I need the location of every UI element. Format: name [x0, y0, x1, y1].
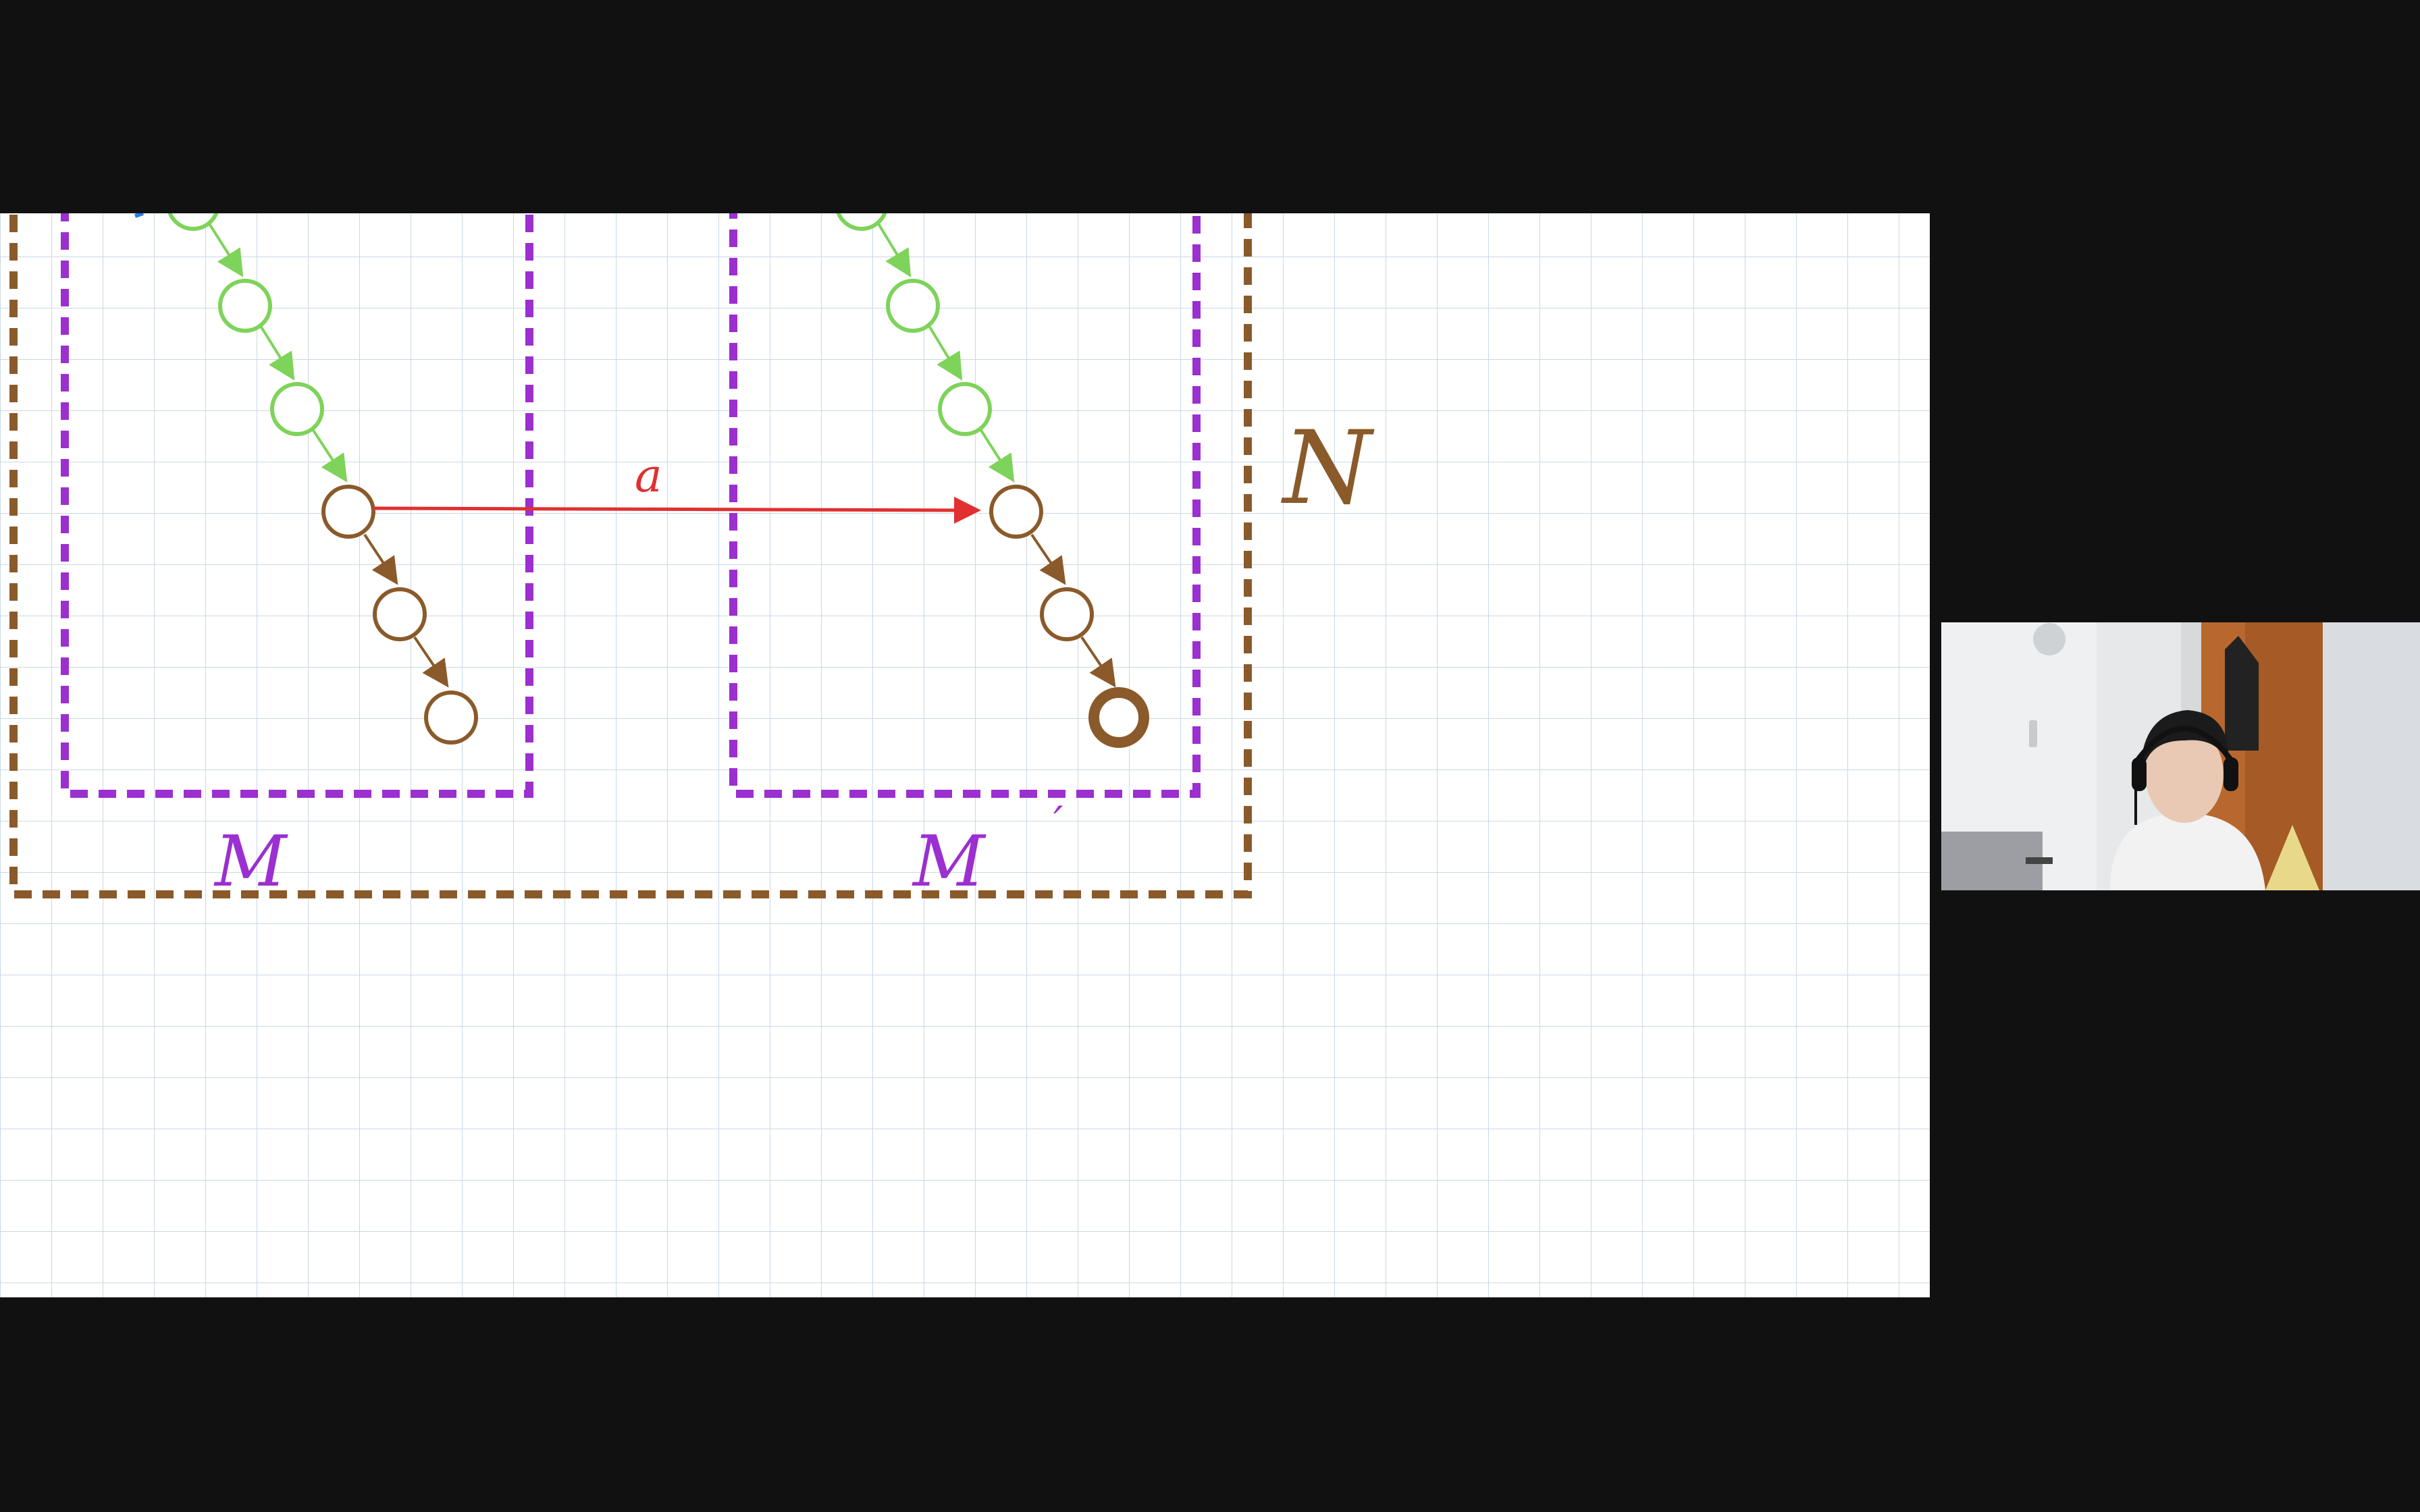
whiteboard[interactable] [0, 213, 1930, 1297]
right-frame-m-prime [729, 213, 1201, 798]
node [373, 587, 427, 641]
red-arrow-a [373, 496, 981, 524]
outer-frame-n [9, 213, 1252, 898]
left-node-chain [134, 213, 478, 745]
left-frame-m [61, 213, 533, 798]
node-highlighted [1088, 687, 1149, 748]
webcam-video[interactable] [1941, 622, 2420, 890]
arrow-label-a: a [635, 450, 662, 503]
node [167, 213, 219, 231]
node [938, 382, 992, 436]
outer-frame-label: N [1281, 410, 1375, 527]
right-frame-label: M [912, 820, 987, 902]
left-frame-label: M [213, 820, 288, 902]
bottom-letterbox [0, 1297, 2420, 1512]
node [321, 485, 375, 539]
node [270, 382, 324, 436]
top-letterbox [0, 0, 2420, 213]
node [424, 691, 478, 745]
right-node-chain [836, 213, 1149, 748]
node [836, 213, 887, 231]
node [886, 279, 940, 333]
node [218, 279, 272, 333]
node [989, 485, 1043, 539]
right-frame-label-mark: ′ [1053, 798, 1063, 848]
node [1040, 587, 1094, 641]
